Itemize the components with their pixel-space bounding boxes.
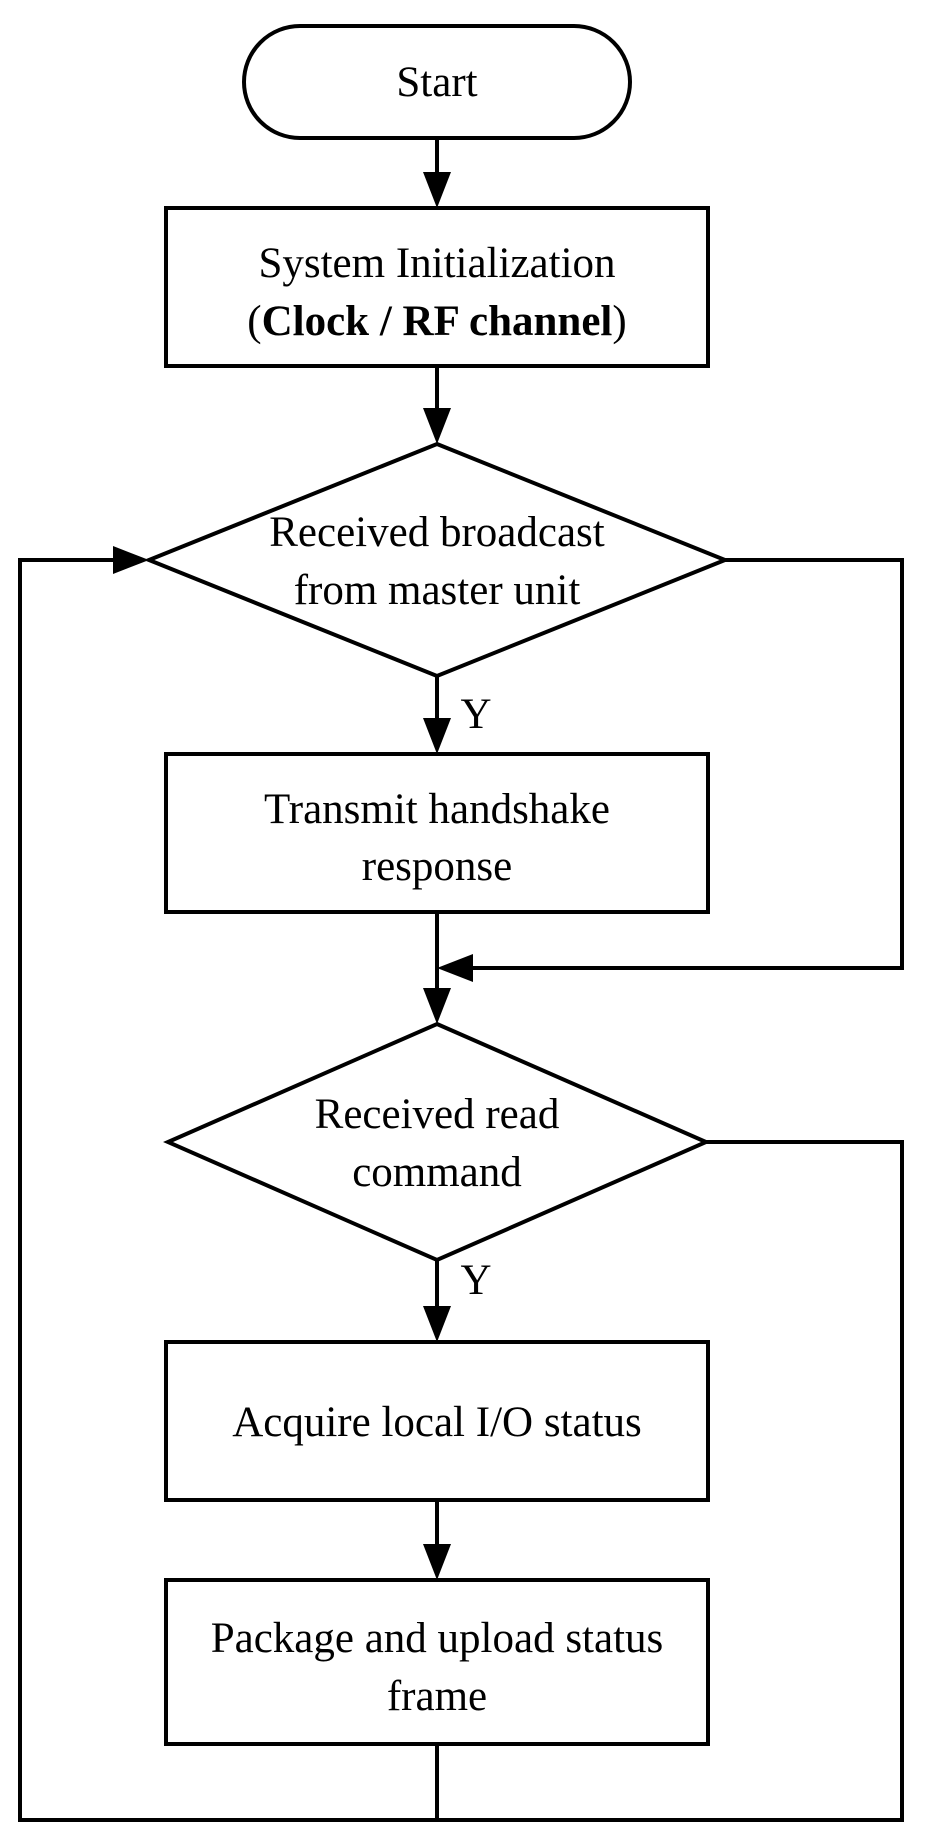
arrowhead-loop (113, 546, 149, 574)
init-paren-close: ) (612, 298, 626, 345)
decision-broadcast (143, 441, 731, 679)
start-label: Start (396, 59, 477, 106)
upload-label-line1: Package and upload status (211, 1615, 664, 1662)
broadcast-label-line1: Received broadcast (269, 509, 605, 556)
arrowhead-handshake (423, 718, 451, 754)
init-label-line1: System Initialization (258, 240, 615, 287)
yes-label-broadcast: Y (460, 691, 491, 738)
edge-read-no (437, 1140, 904, 1822)
arrowhead-read (423, 988, 451, 1024)
init-box (164, 206, 710, 368)
init-bold-text: Clock / RF channel (262, 298, 613, 345)
upload-label-line2: frame (387, 1673, 487, 1720)
init-paren-open: ( (247, 298, 261, 345)
edge-loop-back (18, 558, 439, 1822)
handshake-label-line2: response (362, 843, 512, 890)
acquire-label: Acquire local I/O status (232, 1399, 642, 1446)
arrowhead-merge (437, 954, 473, 982)
arrowhead-init (423, 172, 451, 208)
edge-broadcast-no (470, 558, 904, 970)
read-label-line1: Received read (315, 1091, 560, 1138)
init-label-line2: (Clock / RF channel) (247, 298, 626, 345)
decision-read (163, 1021, 711, 1263)
broadcast-label-line2: from master unit (294, 567, 581, 614)
read-label-line2: command (352, 1149, 522, 1196)
upload-box (164, 1578, 710, 1746)
arrowhead-broadcast (423, 408, 451, 444)
arrowhead-upload (423, 1544, 451, 1580)
handshake-box (164, 752, 710, 914)
yes-label-read: Y (460, 1257, 491, 1304)
handshake-label-line1: Transmit handshake (264, 786, 610, 833)
arrowhead-acquire (423, 1306, 451, 1342)
